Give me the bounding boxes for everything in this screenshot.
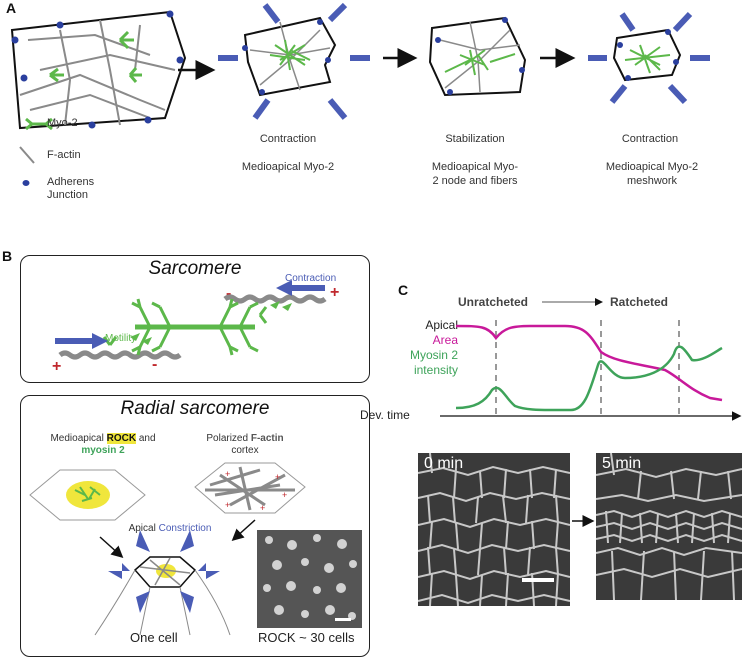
minus-bottom: - bbox=[152, 356, 158, 373]
panel-c-letter: C bbox=[398, 282, 409, 298]
micrograph-0-min: 0 min bbox=[418, 453, 570, 606]
cells-5min bbox=[596, 453, 742, 600]
actin-line-icon bbox=[19, 146, 35, 164]
intensity-label: intensity bbox=[413, 363, 458, 377]
unratcheted-label: Unratcheted bbox=[458, 295, 529, 309]
polarized-text: Polarized bbox=[206, 433, 249, 444]
polarized-actin-label: Polarized F-actin cortex bbox=[185, 433, 305, 457]
area-label: Area bbox=[432, 333, 458, 347]
rock-micrograph-dots bbox=[263, 534, 357, 621]
micrograph-5-min: 5 min bbox=[596, 453, 742, 600]
legend-junction: Adherens Junction bbox=[47, 176, 95, 201]
label-5-min: 5 min bbox=[602, 455, 642, 472]
apical-text: Apical bbox=[128, 523, 156, 534]
apical-label: Apical bbox=[425, 318, 458, 332]
radial-diagram: +++++ bbox=[29, 462, 306, 636]
legend-myo2: Myo-2 bbox=[47, 117, 78, 129]
svg-text:+: + bbox=[260, 503, 265, 513]
cortex-text: cortex bbox=[231, 445, 259, 456]
step2-title: Stabilization bbox=[445, 133, 505, 145]
step3-title: Contraction bbox=[621, 133, 679, 145]
step3-subtitle: Medioapical Myo-2 meshwork bbox=[605, 161, 699, 187]
panel-b-letter: B bbox=[2, 248, 13, 264]
and-text: and bbox=[138, 433, 156, 444]
myosin-label: Myosin 2 bbox=[409, 348, 458, 362]
actin-bottom bbox=[58, 350, 182, 360]
contraction-label: Contraction bbox=[285, 273, 337, 284]
apical-constriction-label: Apical Constriction bbox=[90, 523, 250, 535]
factin-text: F-actin bbox=[250, 433, 284, 444]
time-arrow bbox=[572, 515, 595, 527]
sarcomere-box bbox=[20, 255, 370, 383]
panel-a-letter: A bbox=[6, 0, 17, 16]
motility-label: Motility bbox=[105, 333, 137, 344]
svg-text:+: + bbox=[275, 472, 280, 482]
ratcheted-label: Ratcheted bbox=[610, 295, 669, 309]
cells-0min bbox=[418, 453, 570, 606]
radial-title: Radial sarcomere bbox=[120, 398, 270, 419]
minus-top: - bbox=[226, 285, 232, 302]
myosin-curve bbox=[455, 345, 723, 412]
step1-subtitle: Medioapical Myo-2 bbox=[241, 161, 335, 173]
myosin2-text: myosin 2 bbox=[81, 445, 125, 456]
one-cell-label: One cell bbox=[130, 630, 178, 645]
c-legend: Apical Area Myosin 2 intensity bbox=[340, 318, 458, 378]
rock-text: ROCK bbox=[106, 433, 137, 444]
medioapical-text: Medioapical bbox=[50, 433, 104, 444]
legend-factin: F-actin bbox=[47, 149, 81, 161]
ratchet-plot bbox=[440, 298, 742, 421]
cell-initial bbox=[10, 10, 187, 130]
plus-top: + bbox=[330, 284, 340, 301]
actin-top bbox=[223, 294, 327, 304]
step2-subtitle: Medioapical Myo-2 node and fibers bbox=[431, 161, 519, 187]
myosin-icon bbox=[25, 117, 53, 131]
cell-stabilization bbox=[428, 16, 527, 97]
panel-a-diagram bbox=[10, 2, 710, 186]
plus-bottom: + bbox=[52, 358, 62, 375]
rock-myosin-label: Medioapical ROCK and myosin 2 bbox=[23, 433, 183, 457]
dev-time-label: Dev. time bbox=[360, 408, 410, 422]
cell-contraction-1 bbox=[218, 2, 370, 120]
sarcomere-title: Sarcomere bbox=[148, 258, 242, 279]
rock-cells-label: ROCK ~ 30 cells bbox=[258, 630, 355, 645]
one-cell bbox=[94, 530, 231, 636]
junction-dot-icon bbox=[22, 180, 30, 186]
rock-blob bbox=[66, 481, 110, 509]
area-curve bbox=[455, 324, 723, 402]
svg-text:+: + bbox=[282, 490, 287, 500]
rock-micrograph bbox=[257, 530, 362, 628]
svg-text:+: + bbox=[225, 500, 230, 510]
scalebar-0min bbox=[522, 578, 554, 582]
cell-contraction-2 bbox=[588, 11, 710, 105]
sarcomere-diagram bbox=[55, 280, 327, 360]
constriction-text: Constriction bbox=[158, 523, 212, 534]
svg-text:+: + bbox=[225, 469, 230, 479]
step1-title: Contraction bbox=[259, 133, 317, 145]
label-0-min: 0 min bbox=[424, 455, 464, 472]
legend-icons bbox=[19, 117, 53, 186]
